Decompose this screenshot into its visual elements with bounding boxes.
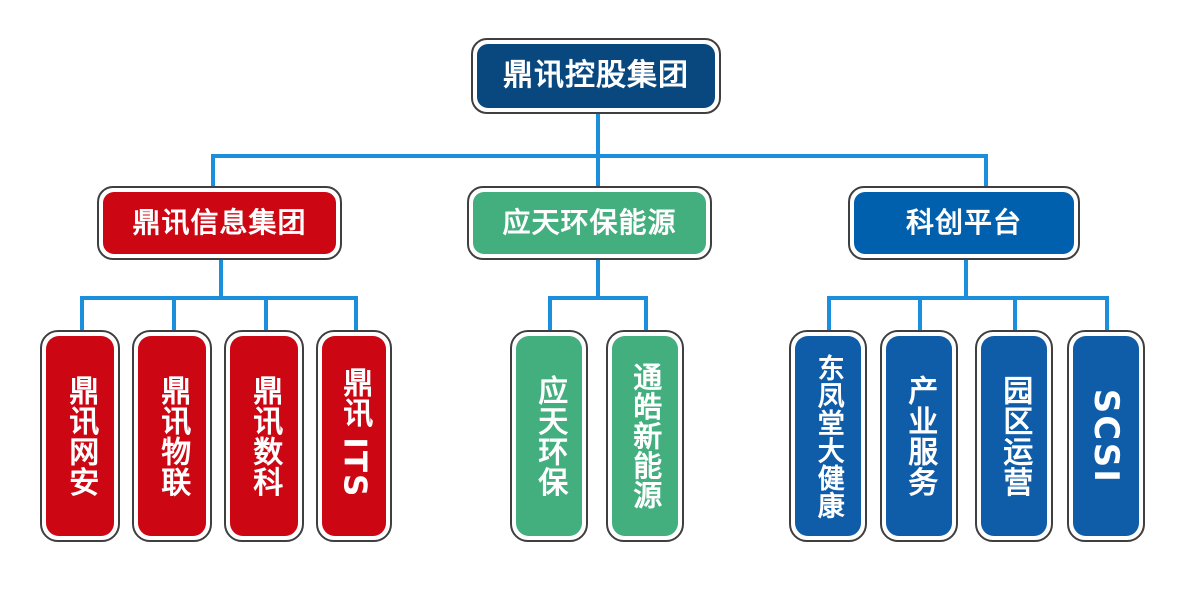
node-label-latin: ITS	[336, 436, 373, 498]
connector-branch-2-bus	[548, 296, 648, 300]
node-label: 园区运营	[997, 375, 1033, 497]
node-label: SCSI	[1086, 388, 1127, 484]
node-fill: 通皓新能源	[612, 336, 678, 536]
node-leaf-dingxun-its[interactable]: 鼎讯 ITS	[316, 330, 392, 542]
node-fill: SCSI	[1073, 336, 1139, 536]
node-label: 应天环保能源	[502, 206, 677, 239]
node-leaf-dingxun-netsec[interactable]: 鼎讯网安	[40, 330, 120, 542]
connector-branch-3-bus	[827, 296, 1109, 300]
connector-root-stem	[596, 112, 600, 156]
node-leaf-dongfengtang-health[interactable]: 东凤堂大健康	[789, 330, 867, 542]
node-label: 产业服务	[902, 375, 938, 497]
node-branch-innovation-platform[interactable]: 科创平台	[848, 186, 1080, 260]
node-root-holding-group[interactable]: 鼎讯控股集团	[471, 38, 721, 114]
node-label: 鼎讯物联	[155, 375, 191, 497]
node-fill: 鼎讯 ITS	[322, 336, 386, 536]
node-label: 通皓新能源	[628, 362, 663, 510]
node-leaf-dingxun-digital[interactable]: 鼎讯数科	[224, 330, 304, 542]
connector-drop-b1-child-2	[172, 296, 176, 330]
connector-drop-b2-child-1	[548, 296, 552, 330]
node-fill: 鼎讯数科	[230, 336, 298, 536]
connector-drop-branch-2	[596, 154, 600, 188]
node-label: 应天环保	[532, 375, 568, 497]
connector-drop-b1-child-1	[80, 296, 84, 330]
connector-drop-b3-child-1	[827, 296, 831, 330]
node-fill: 鼎讯网安	[46, 336, 114, 536]
node-fill: 东凤堂大健康	[795, 336, 861, 536]
node-label: 东凤堂大健康	[812, 353, 844, 519]
node-label: 鼎讯网安	[63, 375, 99, 497]
node-label: 科创平台	[905, 206, 1022, 239]
connector-drop-b3-child-2	[918, 296, 922, 330]
connector-branch-3-stem	[964, 258, 968, 298]
connector-branch-1-stem	[219, 258, 223, 298]
node-fill: 应天环保能源	[473, 192, 706, 254]
connector-drop-b1-child-3	[264, 296, 268, 330]
node-label: 鼎讯信息集团	[132, 206, 307, 239]
node-fill: 应天环保	[516, 336, 582, 536]
connector-drop-branch-1	[211, 154, 215, 188]
node-branch-environment-energy[interactable]: 应天环保能源	[467, 186, 712, 260]
connector-drop-b2-child-2	[644, 296, 648, 330]
node-leaf-yingtian-environment[interactable]: 应天环保	[510, 330, 588, 542]
node-label: 鼎讯数科	[247, 375, 283, 497]
connector-branch-2-stem	[596, 258, 600, 298]
node-leaf-tonghao-new-energy[interactable]: 通皓新能源	[606, 330, 684, 542]
node-label: 鼎讯控股集团	[503, 58, 689, 93]
node-branch-info-group[interactable]: 鼎讯信息集团	[97, 186, 342, 260]
node-fill: 产业服务	[886, 336, 952, 536]
connector-drop-b3-child-3	[1013, 296, 1017, 330]
node-fill: 鼎讯物联	[138, 336, 206, 536]
connector-branch-1-bus	[80, 296, 358, 300]
connector-drop-b1-child-4	[354, 296, 358, 330]
node-leaf-scsi[interactable]: SCSI	[1067, 330, 1145, 542]
node-fill: 园区运营	[981, 336, 1047, 536]
node-fill: 科创平台	[854, 192, 1074, 254]
node-leaf-park-operation[interactable]: 园区运营	[975, 330, 1053, 542]
node-label-cjk: 鼎讯	[337, 366, 373, 428]
connector-drop-branch-3	[984, 154, 988, 188]
node-leaf-industry-service[interactable]: 产业服务	[880, 330, 958, 542]
node-fill: 鼎讯控股集团	[477, 44, 715, 108]
node-leaf-dingxun-iot[interactable]: 鼎讯物联	[132, 330, 212, 542]
connector-drop-b3-child-4	[1105, 296, 1109, 330]
node-fill: 鼎讯信息集团	[103, 192, 336, 254]
